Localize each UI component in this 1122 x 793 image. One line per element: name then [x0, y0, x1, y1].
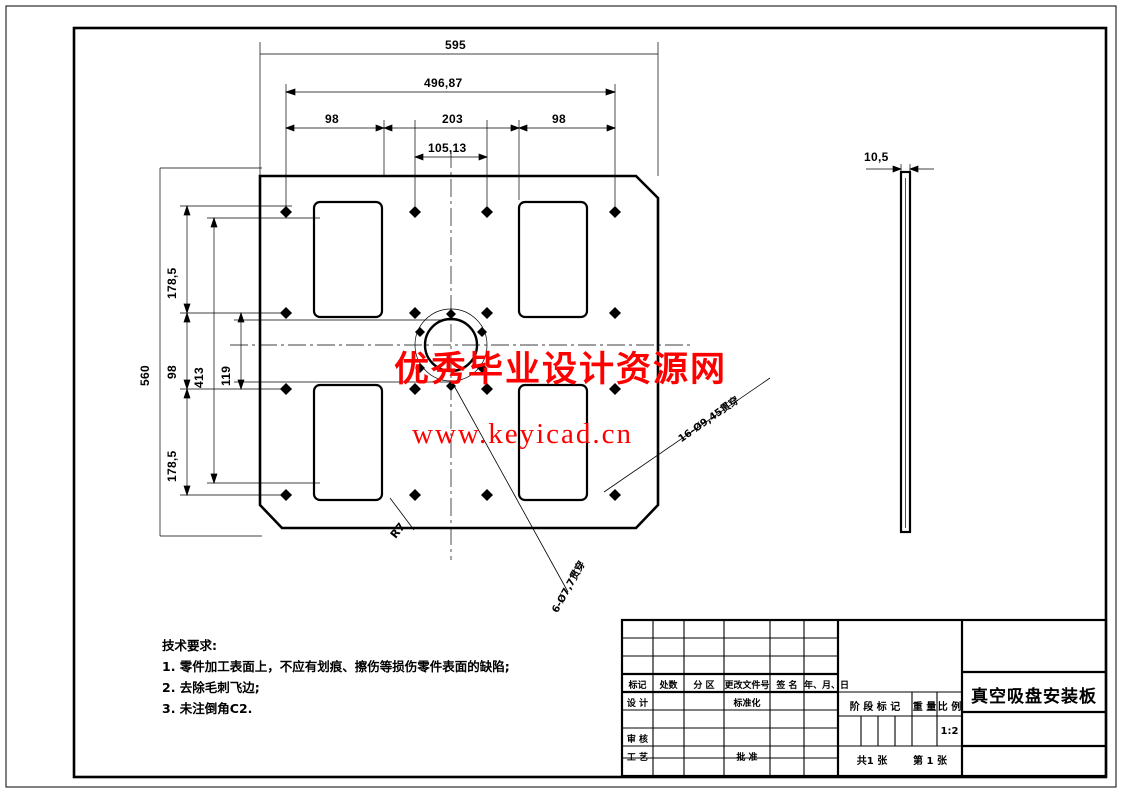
hole-group-16 [280, 206, 621, 501]
leader-6-holes [451, 381, 569, 593]
tb-row-approve: 批 准 [736, 753, 758, 763]
dimension-thickness-10-5: 10,5 [864, 150, 889, 164]
plate-outline [258, 174, 660, 530]
dimension-98-left-mid: 98 [165, 365, 179, 379]
tb-sheet-index: 第 1 张 [913, 756, 947, 767]
leader-16-holes [603, 377, 771, 493]
tb-header-date: 年、月、日 [804, 681, 850, 691]
tb-header-zone: 分 区 [693, 681, 715, 691]
tb-row-review: 审 核 [626, 735, 649, 745]
leader-r7 [389, 497, 415, 531]
tb-row-standardize: 标准化 [733, 699, 761, 709]
tech-note-3: 3. 未注倒角C2. [162, 701, 253, 716]
watermark-url: www.keyicad.cn [412, 418, 633, 450]
centre-lines [230, 150, 690, 560]
dimension-119: 119 [219, 365, 233, 386]
plate-side-view [866, 164, 934, 534]
title-block-outer [620, 618, 1108, 778]
left-dimensions [159, 167, 460, 537]
tb-header-mark: 标记 [628, 681, 647, 691]
callout-leaders [389, 377, 771, 593]
title-block-grid [620, 618, 1108, 778]
tech-note-1: 1. 零件加工表面上，不应有划痕、擦伤等损伤零件表面的缺陷; [162, 659, 510, 674]
watermark-site-name: 优秀毕业设计资源网 [394, 350, 728, 390]
tech-note-2: 2. 去除毛刺飞边; [162, 680, 260, 695]
dimension-98-left: 98 [325, 112, 339, 126]
pocket-top-left [312, 200, 384, 319]
tb-ratio-value: 1:2 [940, 726, 959, 737]
tb-part-name: 真空吸盘安装板 [971, 687, 1097, 707]
dimension-98-right: 98 [552, 112, 566, 126]
tb-sheet-total: 共1 张 [856, 756, 888, 767]
tb-stage-mark: 阶 段 标 记 [849, 702, 901, 713]
pocket-bottom-left [312, 383, 384, 502]
tb-header-qty: 处数 [659, 681, 678, 691]
dimension-178-5-lower: 178,5 [165, 450, 179, 482]
dimension-178-5-upper: 178,5 [165, 267, 179, 299]
side-view-dimension [866, 164, 934, 176]
tb-ratio-label: 比 例 [937, 702, 962, 713]
dimension-560: 560 [138, 365, 152, 386]
hole-group-6 [415, 309, 487, 391]
dimension-105-13: 105,13 [428, 141, 467, 155]
tb-weight: 重 量 [912, 702, 937, 713]
dimension-595: 595 [445, 38, 466, 52]
tech-notes-heading: 技术要求: [162, 638, 217, 653]
top-dimensions [259, 42, 659, 206]
pocket-bottom-right [517, 383, 589, 502]
pocket-top-right [517, 200, 589, 319]
tb-row-design: 设 计 [626, 699, 649, 709]
dimension-496-87: 496,87 [424, 76, 463, 90]
side-view-body [899, 170, 912, 534]
sheet-outer-border [5, 5, 1117, 788]
dimension-203: 203 [442, 112, 463, 126]
tb-header-sign: 签 名 [776, 681, 798, 691]
tb-header-docno: 更改文件号 [724, 681, 770, 691]
sheet-inner-frame [72, 26, 1108, 779]
dimension-413: 413 [192, 367, 206, 388]
tb-row-process: 工 艺 [626, 753, 649, 763]
